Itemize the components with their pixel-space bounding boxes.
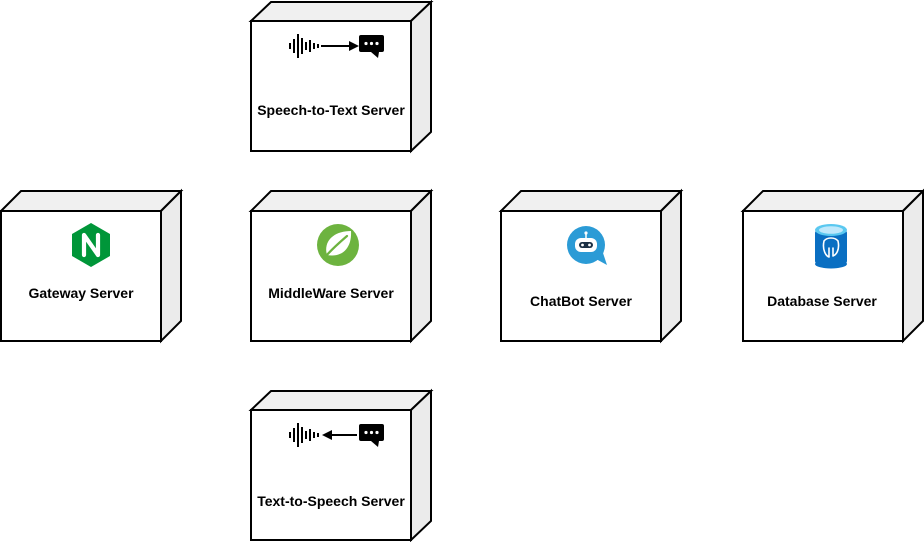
postgresql-icon [815,224,847,269]
database-server-label: Database Server [767,293,877,309]
text-to-speech-server-label: Text-to-Speech Server [257,493,405,509]
gateway-server-label: Gateway Server [28,285,134,301]
speech-to-text-server-node[interactable]: Speech-to-Text Server [248,0,434,154]
database-server-node[interactable]: Database Server [740,188,924,344]
nginx-icon [72,223,110,267]
spring-icon [317,224,359,266]
text-to-speech-server-node[interactable]: Text-to-Speech Server [248,388,434,542]
text-to-speech-icon [289,423,384,447]
chatbot-icon [567,226,607,265]
middleware-server-label: MiddleWare Server [268,285,394,301]
chatbot-server-label: ChatBot Server [530,293,632,309]
middleware-server-node[interactable]: MiddleWare Server [248,188,434,344]
speech-to-text-server-label: Speech-to-Text Server [257,102,405,118]
chatbot-server-node[interactable]: ChatBot Server [498,188,684,344]
gateway-server-node[interactable]: Gateway Server [0,188,184,344]
speech-to-text-icon [289,34,384,58]
